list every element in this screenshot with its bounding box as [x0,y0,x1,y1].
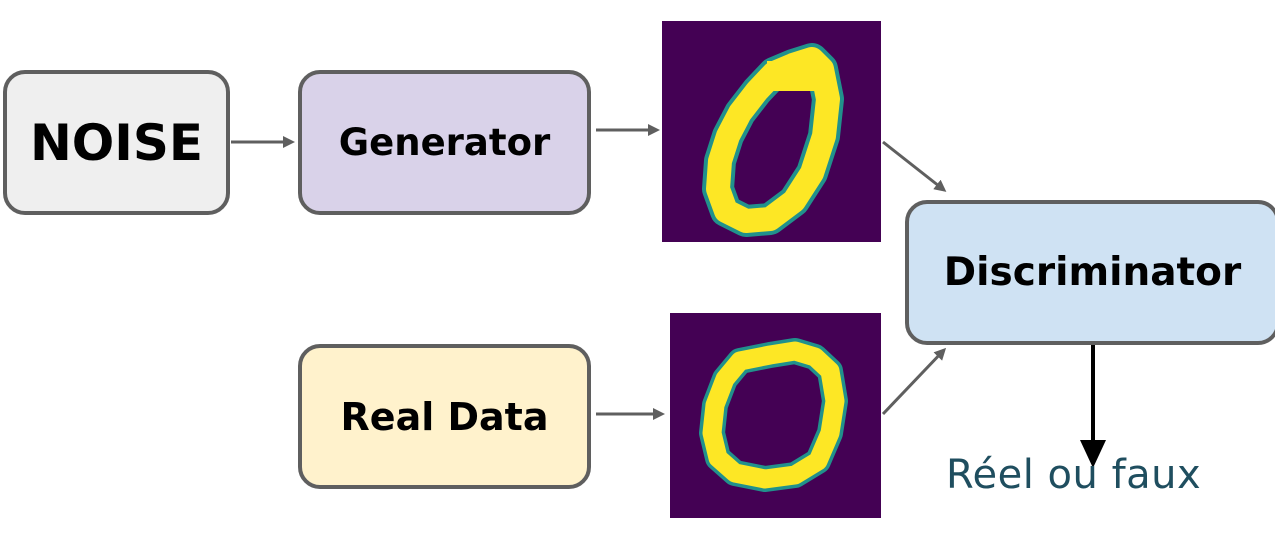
discriminator-label: Discriminator [943,250,1242,295]
generator-label: Generator [338,121,551,164]
arrow-generated-to-discriminator [882,140,947,192]
noise-node: NOISE [3,70,230,215]
generator-node: Generator [298,70,591,215]
arrow-real-to-discriminator [881,347,947,416]
output-label: Réel ou faux [946,452,1202,498]
real-data-node: Real Data [298,344,591,489]
real-data-label: Real Data [340,394,549,439]
discriminator-node: Discriminator [905,200,1275,345]
generated-digit-image [662,21,881,242]
noise-label: NOISE [29,113,204,172]
real-digit-image [670,313,881,518]
